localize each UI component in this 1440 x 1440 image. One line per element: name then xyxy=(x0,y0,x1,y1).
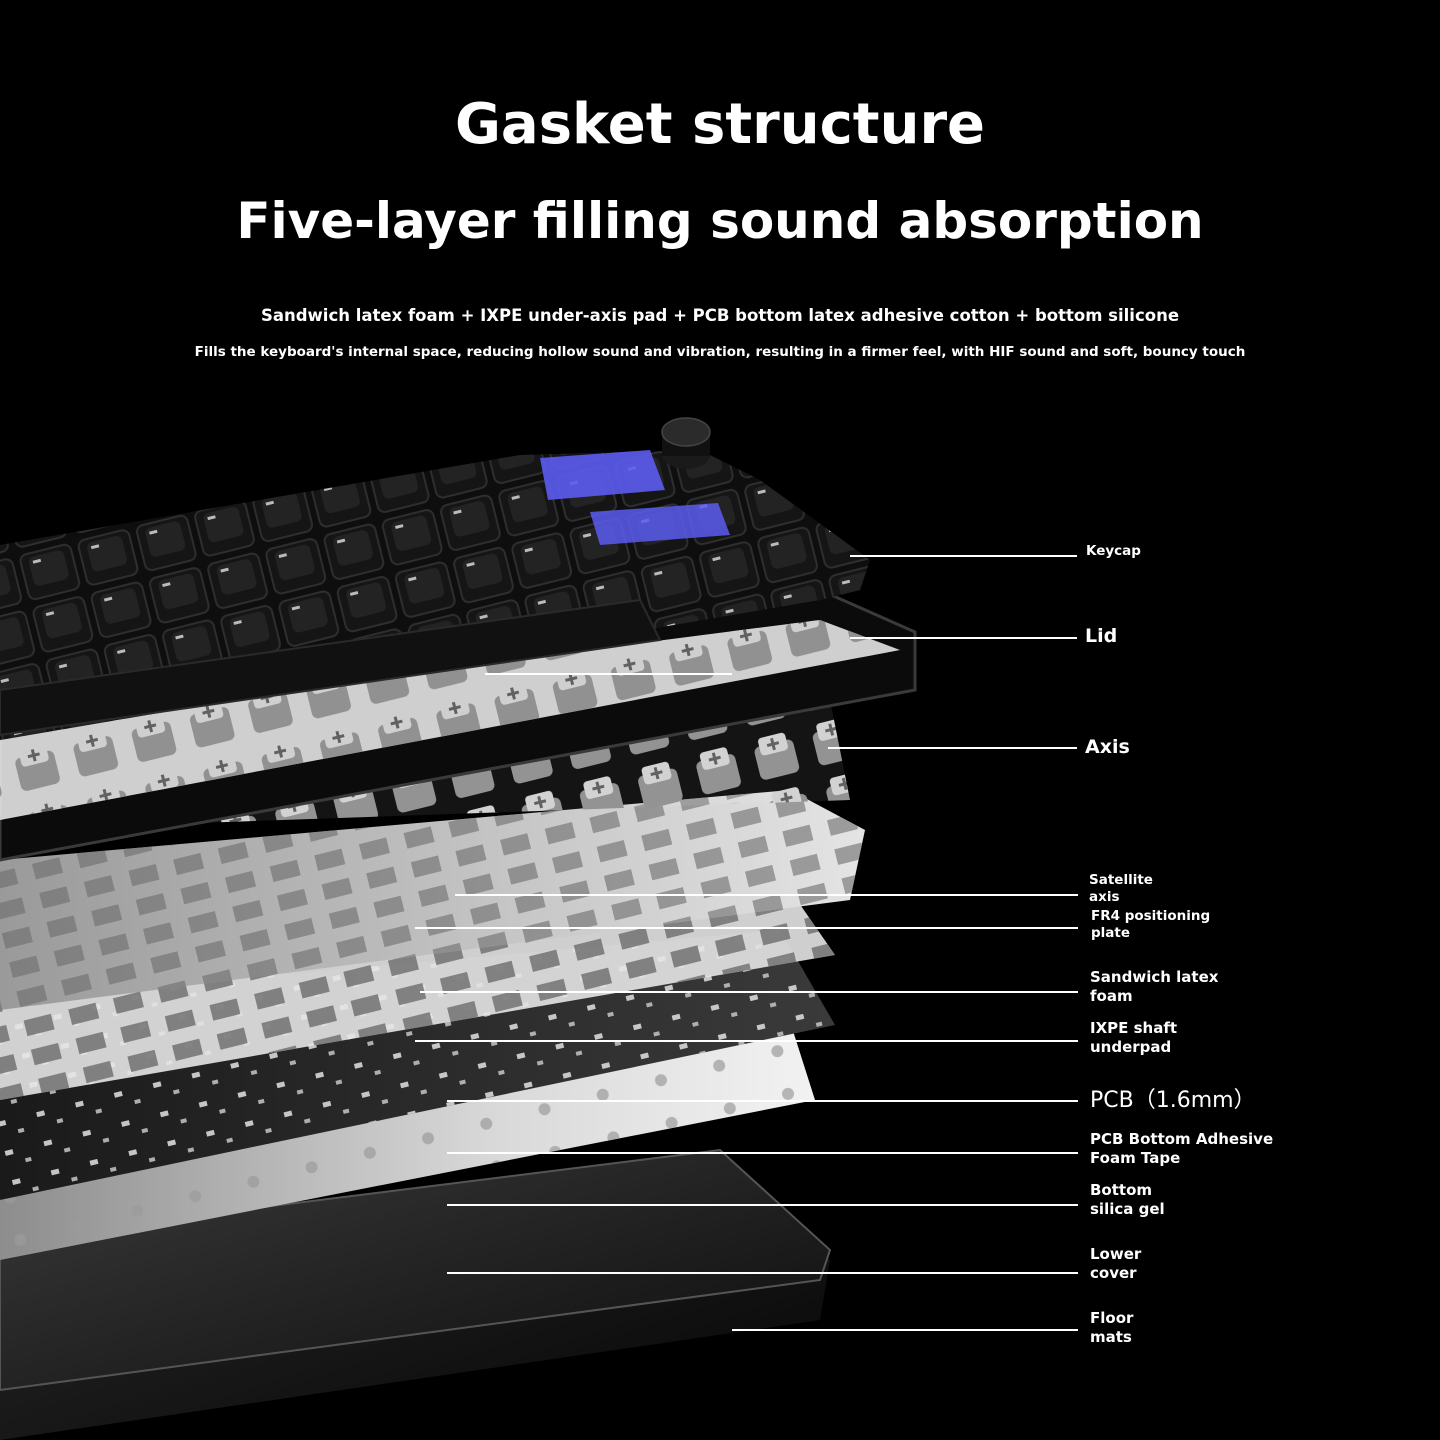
lower-cover-layer xyxy=(0,1148,832,1392)
label-keycap: Keycap xyxy=(1086,543,1141,559)
label-satellite-axis: Satellite axis xyxy=(1089,872,1153,905)
translucent-backspace-key xyxy=(540,450,665,500)
label-ixpe-underpad: IXPE shaft underpad xyxy=(1090,1019,1178,1056)
callout-lines xyxy=(415,555,1078,1331)
label-lower-cover: Lower cover xyxy=(1090,1245,1142,1282)
label-sandwich-foam: Sandwich latex foam xyxy=(1090,968,1219,1005)
label-pcb-bottom-foam: PCB Bottom Adhesive Foam Tape xyxy=(1090,1130,1274,1167)
label-floor-mats: Floor mats xyxy=(1090,1309,1134,1346)
page-subtitle: Five-layer filling sound absorption xyxy=(236,192,1204,250)
translucent-enter-key xyxy=(590,503,730,545)
knob-icon xyxy=(661,417,711,469)
label-fr4-plate: FR4 positioning plate xyxy=(1091,908,1211,941)
page-title: Gasket structure xyxy=(454,92,986,157)
label-axis: Axis xyxy=(1085,736,1130,758)
label-pcb: PCB（1.6mm） xyxy=(1090,1088,1256,1113)
label-lid: Lid xyxy=(1085,625,1118,647)
description-text: Fills the keyboard's internal space, red… xyxy=(194,344,1246,360)
label-bottom-silica-gel: Bottom silica gel xyxy=(1090,1181,1165,1218)
composition-text: Sandwich latex foam + IXPE under-axis pa… xyxy=(260,306,1180,325)
